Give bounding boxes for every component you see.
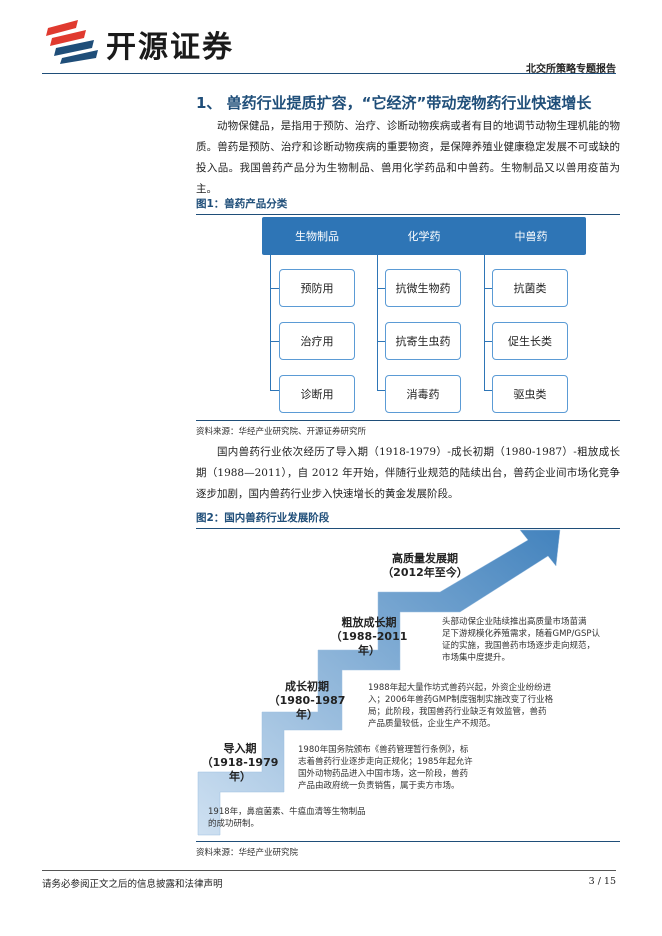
footer-disclaimer: 请务必参阅正文之后的信息披露和法律声明 [42,879,223,890]
report-type: 北交所策略专题报告 [526,64,616,75]
stage-name: 导入期 [223,742,257,755]
subcategory-box: 抗微生物药 [385,269,461,307]
stage-period: （1918-1979年） [201,756,279,783]
stage-name: 粗放成长期 [341,616,397,629]
stage-label: 导入期 （1918-1979年） [200,742,280,784]
tree-connector [270,341,280,342]
subcategory-box: 诊断用 [279,375,355,413]
subcategory-box: 预防用 [279,269,355,307]
tree-connector [484,255,493,391]
tree-connector [377,255,386,391]
section-title: 1、 兽药行业提质扩容，“它经济”带动宠物药行业快速增长 [196,94,592,112]
tree-connector [270,255,281,391]
tree-connector [377,288,385,289]
stage-label: 粗放成长期 （1988-2011年） [324,616,414,658]
brand-name: 开源证券 [106,30,234,65]
category-box: 生物制品 [262,217,372,255]
tree-connector [270,288,280,289]
stage-name: 高质量发展期 [392,552,458,565]
stage-period: （1980-1987年） [268,694,346,721]
stage-name: 成长初期 [285,680,329,693]
figure-1-source: 资料来源：华经产业研究院、开源证券研究所 [196,420,620,437]
page-number: 3 / 15 [588,876,616,887]
stage-label: 成长初期 （1980-1987年） [262,680,352,722]
subcategory-box: 抗寄生虫药 [385,322,461,360]
stage-period: （2012年至今） [382,566,468,579]
tree-connector [377,341,385,342]
brand-logo: 开源证券 [42,18,262,65]
stage-description: 1988年起大量作坊式兽药兴起，外资企业纷纷进 入；2006年兽药GMP制度强制… [368,683,554,729]
figure-1-title: 图1：兽药产品分类 [196,196,620,215]
category-box: 中兽药 [476,217,586,255]
stage-description: 1980年国务院颁布《兽药管理暂行条例》，标 志着兽药行业逐步走向正规化；198… [298,745,473,791]
subcategory-box: 驱虫类 [492,375,568,413]
subcategory-box: 消毒药 [385,375,461,413]
tree-connector [484,341,492,342]
category-box: 化学药 [369,217,479,255]
subcategory-box: 抗菌类 [492,269,568,307]
stage-label: 高质量发展期 （2012年至今） [370,552,480,580]
header-rule [42,73,616,74]
subcategory-box: 促生长类 [492,322,568,360]
stage-description: 1918年，鼻疽菌素、牛瘟血清等生物制品 的成功研制。 [208,807,366,829]
brand-logo-icon [46,20,98,64]
stage-period: （1988-2011年） [330,630,408,657]
body-paragraph-1: 动物保健品，是指用于预防、治疗、诊断动物疾病或者有目的地调节动物生理机能的物质。… [196,120,620,195]
subcategory-box: 治疗用 [279,322,355,360]
tree-connector [484,288,492,289]
figure-2-title: 图2：国内兽药行业发展阶段 [196,510,620,529]
figure-2-source: 资料来源：华经产业研究院 [196,841,620,858]
body-paragraph-2: 国内兽药行业依次经历了导入期（1918-1979）-成长初期（1980-1987… [196,446,620,500]
footer-rule [42,870,616,871]
stage-description: 头部动保企业陆续推出高质量市场苗满 足下游规模化养殖需求，随着GMP/GSP认 … [442,617,601,663]
